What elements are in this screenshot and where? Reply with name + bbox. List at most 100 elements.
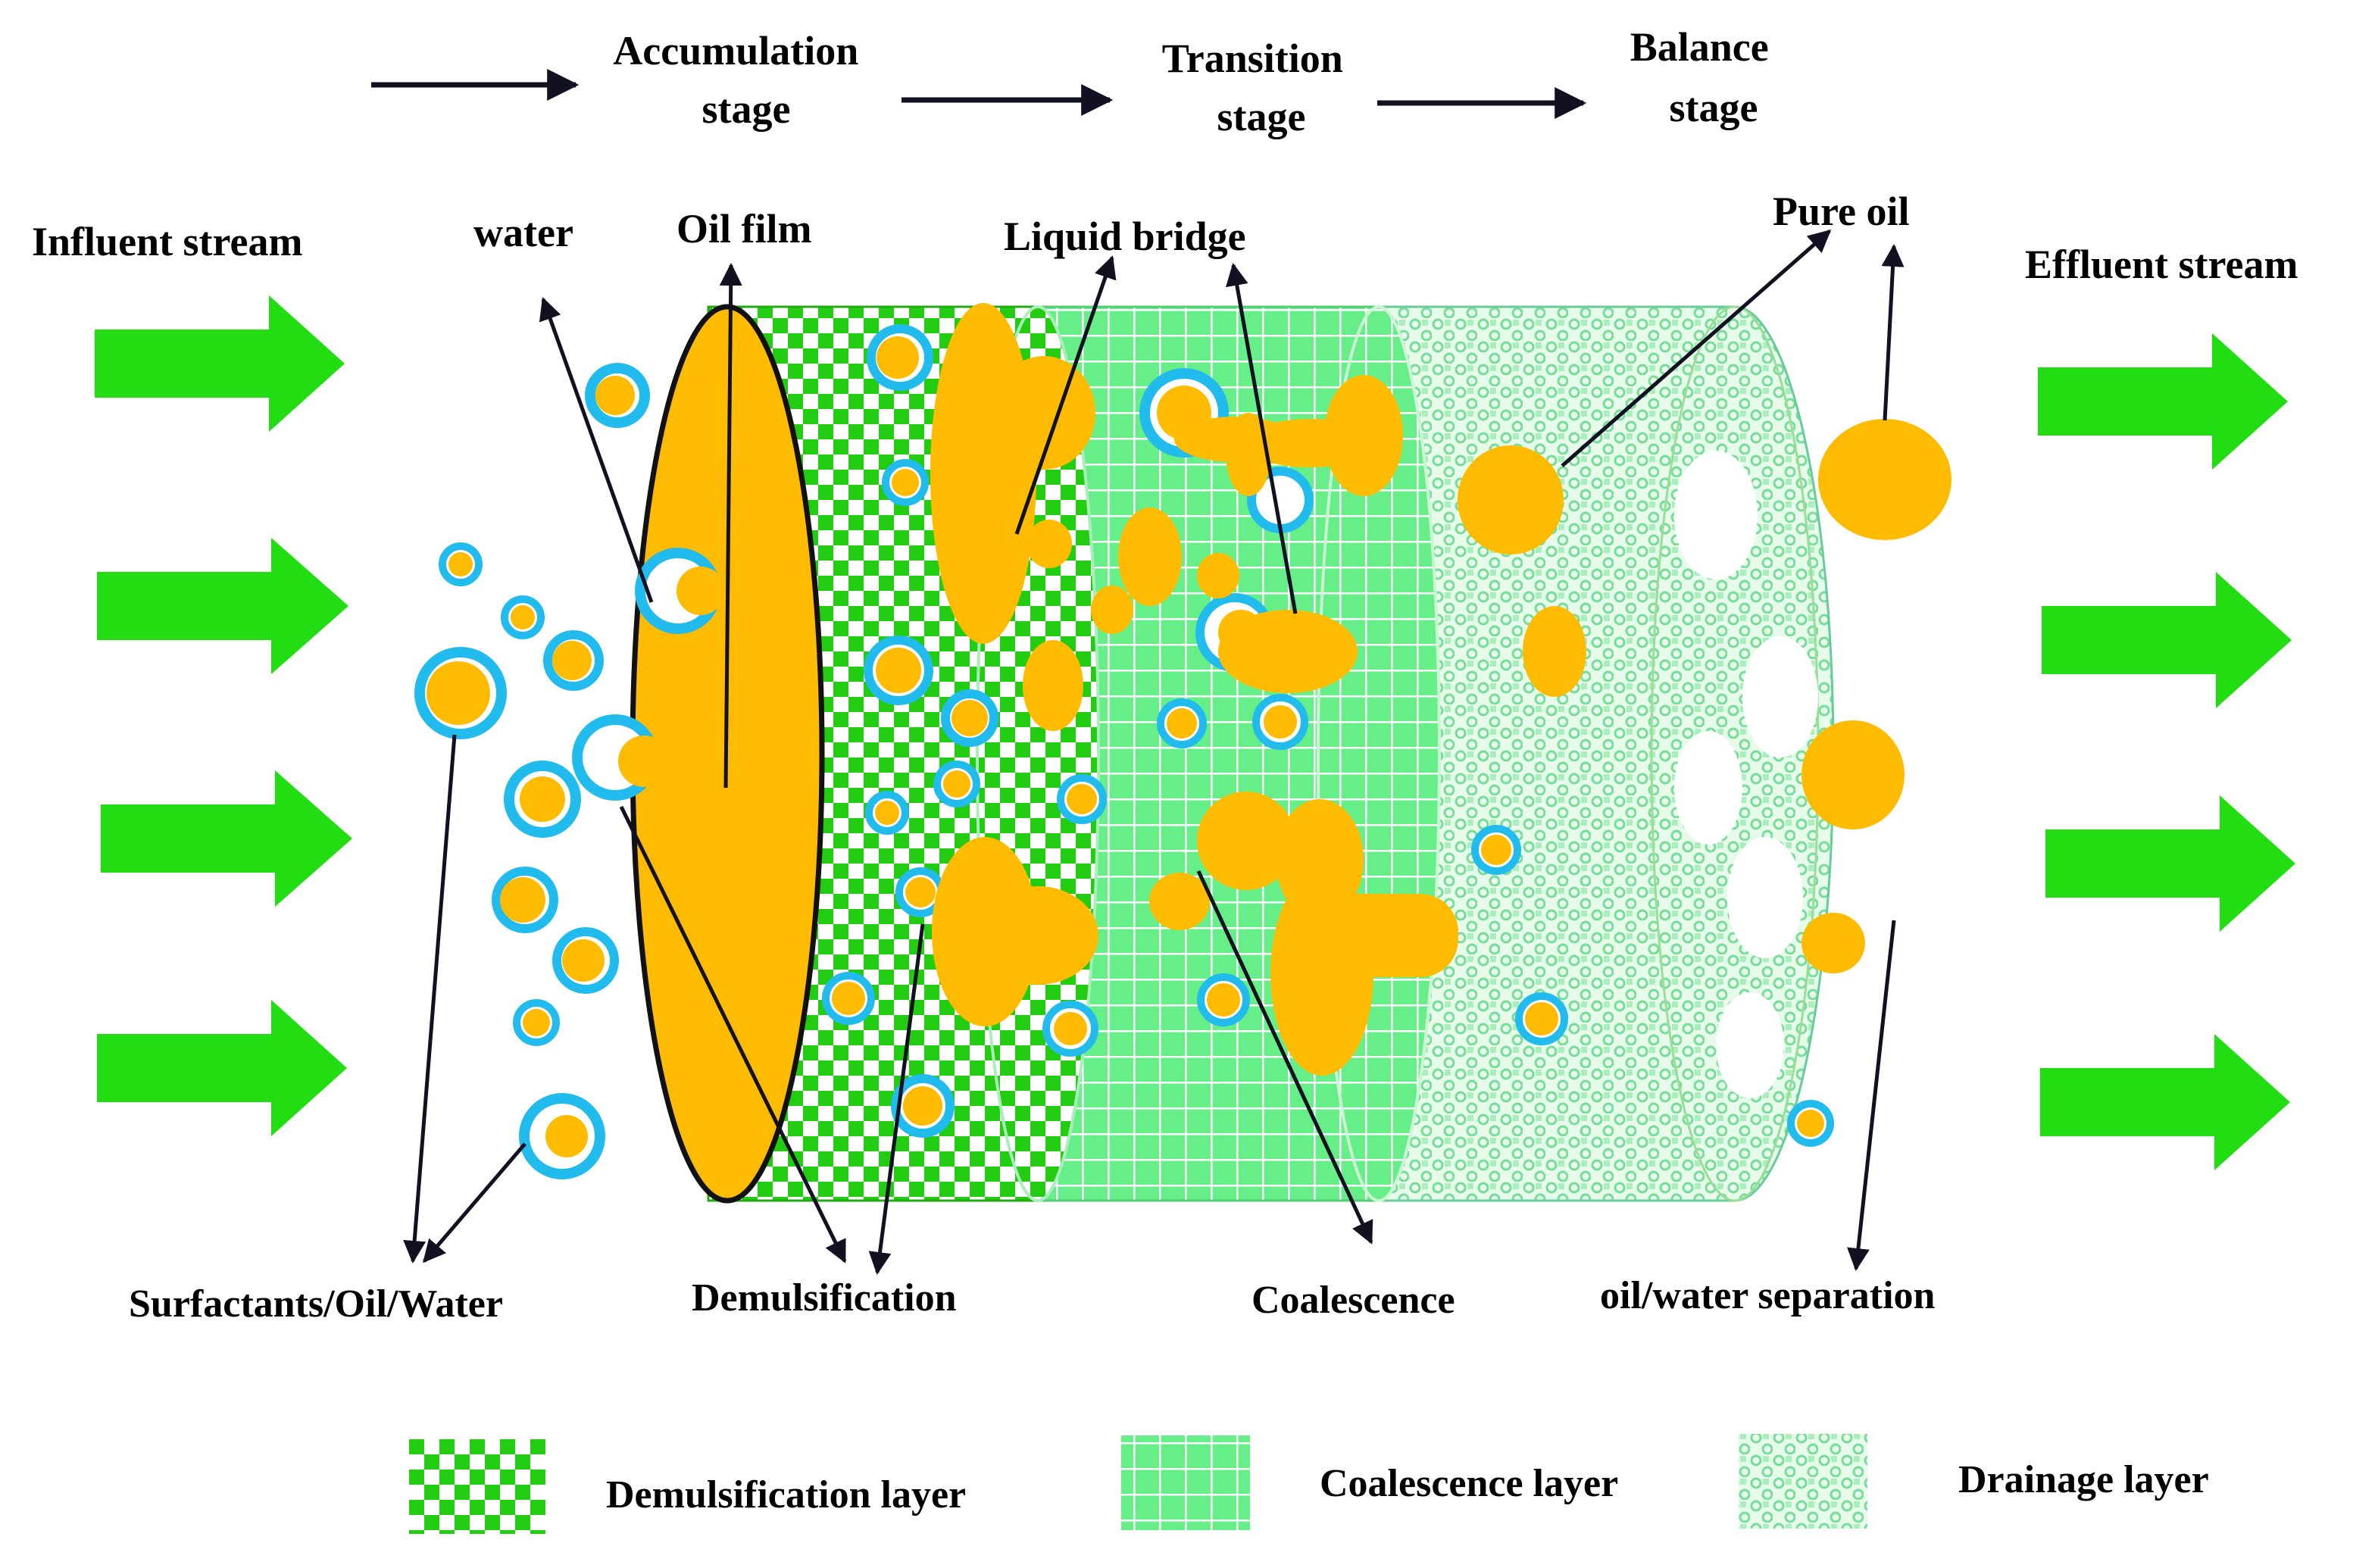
emulsion-droplets [414, 363, 725, 1179]
emulsion-droplet [543, 630, 604, 691]
accumulation-stage-label: Accumulation stage [613, 28, 869, 132]
emulsion-droplet [822, 972, 875, 1025]
legend-swatch-coalescence [1121, 1435, 1250, 1530]
emulsion-droplet [1787, 1100, 1834, 1147]
drainage-voids [1674, 451, 1818, 1098]
emulsion-droplet [504, 761, 581, 838]
emulsion-droplet [865, 791, 909, 835]
emulsion-droplet [933, 761, 980, 807]
pure-oil-label: Pure oil [1773, 189, 1909, 234]
transition-stage-label: Transition stage [1162, 36, 1354, 139]
emulsion-droplet [941, 689, 998, 747]
legend-demulsification-label: Demulsification layer [606, 1473, 966, 1516]
effluent-stream-label: Effluent stream [2025, 242, 2298, 287]
emulsion-droplet [1471, 825, 1521, 875]
oil-blob [1458, 445, 1564, 554]
water-label: water [473, 210, 573, 255]
influent-stream-label: Influent stream [32, 219, 303, 264]
oil-water-separation-label: oil/water separation [1600, 1274, 1936, 1317]
emulsion-droplet [519, 1093, 605, 1179]
coalescence-boundary [976, 305, 1100, 1202]
oil-blob [1091, 586, 1133, 634]
demulsification-pointer-right [868, 923, 925, 1275]
demulsification-droplets [822, 324, 998, 1138]
emulsion-droplet [1042, 1001, 1098, 1057]
oil-film-pointer [719, 263, 742, 789]
legend-swatch-drainage [1739, 1434, 1867, 1529]
influent-arrows [95, 295, 352, 1136]
pure-oil-drop [1801, 913, 1865, 973]
emulsion-droplet [1157, 698, 1207, 748]
oil-blob [1218, 610, 1358, 693]
legend-coalescence-label: Coalescence layer [1320, 1462, 1618, 1505]
emulsion-droplet-breaking [635, 548, 725, 634]
oil-blob [1023, 640, 1083, 731]
emulsion-droplet-breaking [572, 714, 670, 801]
oil-blobs [930, 303, 1951, 1076]
void [1742, 636, 1818, 757]
water-pointer [539, 297, 654, 603]
oil-blob [1523, 606, 1586, 697]
emulsion-droplet [414, 647, 507, 739]
oil-blob [1197, 553, 1239, 598]
effluent-arrow-icon [2042, 572, 2292, 708]
influent-arrow-icon [101, 770, 352, 907]
oil-blob [930, 303, 1036, 644]
emulsion-droplet [882, 459, 929, 506]
stage-progression: Accumulation stage Transition stage Bala… [371, 24, 1780, 139]
legend-drainage-label: Drainage layer [1958, 1458, 2209, 1501]
void [1727, 837, 1803, 958]
oil-film-label: Oil film [677, 206, 811, 251]
liquid-bridge-pointer-left [1014, 255, 1117, 535]
emulsion-droplet [492, 867, 558, 933]
liquid-bridge-pointer-right [1225, 263, 1298, 614]
pure-oil-pointer-left [1561, 230, 1832, 467]
surfactants-pointer-left [403, 734, 457, 1263]
void [1716, 992, 1784, 1098]
surfactants-pointer-right [423, 1142, 527, 1263]
pure-oil-pointer-right [1881, 244, 1905, 421]
oil-blob [1197, 792, 1295, 890]
emulsion-droplet [501, 595, 545, 639]
influent-arrow-icon [97, 538, 348, 674]
emulsion-droplet [513, 999, 560, 1046]
oil-blob [1118, 508, 1182, 606]
emulsion-droplet [585, 363, 650, 428]
drainage-boundary [1317, 305, 1441, 1202]
emulsion-droplet [439, 542, 483, 586]
emulsion-droplet [867, 324, 933, 391]
effluent-arrow-icon [2040, 1034, 2290, 1170]
pure-oil-drop [1818, 419, 1951, 540]
pointer-arrows [403, 230, 1905, 1275]
emulsion-droplet [1515, 992, 1568, 1045]
separation-pointer [1847, 920, 1896, 1271]
surfactants-label: Surfactants/Oil/Water [129, 1282, 503, 1326]
influent-arrow-icon [95, 295, 345, 432]
effluent-arrows [2038, 333, 2295, 1170]
coalescence-pointer [1196, 870, 1373, 1245]
effluent-arrow-icon [2038, 333, 2288, 470]
coalescence-label: Coalescence [1251, 1279, 1455, 1322]
emulsion-droplet [552, 927, 619, 994]
oil-blob [977, 886, 1098, 985]
demulsification-label: Demulsification [692, 1276, 957, 1320]
oil-blob [1311, 894, 1458, 977]
liquid-bridge-label: Liquid bridge [1004, 214, 1246, 259]
effluent-arrow-icon [2045, 795, 2295, 932]
void [1674, 731, 1742, 845]
emulsion-droplet [1197, 973, 1250, 1026]
emulsion-droplet [1057, 774, 1107, 824]
demulsification-pointer-left [619, 805, 847, 1263]
legend: Demulsification layer Coalescence layer … [409, 1434, 2209, 1534]
emulsion-droplet [864, 636, 933, 705]
oil-blob [1242, 419, 1379, 467]
pure-oil-drop [1801, 720, 1905, 829]
balance-stage-label: Balance stage [1630, 24, 1780, 130]
influent-arrow-icon [97, 1000, 347, 1136]
oil-blob [1149, 873, 1210, 930]
emulsion-droplet [891, 1074, 955, 1138]
void [1674, 451, 1758, 579]
legend-swatch-demulsification [409, 1439, 545, 1534]
labels: Influent stream Effluent stream water Oi… [32, 189, 2298, 1326]
